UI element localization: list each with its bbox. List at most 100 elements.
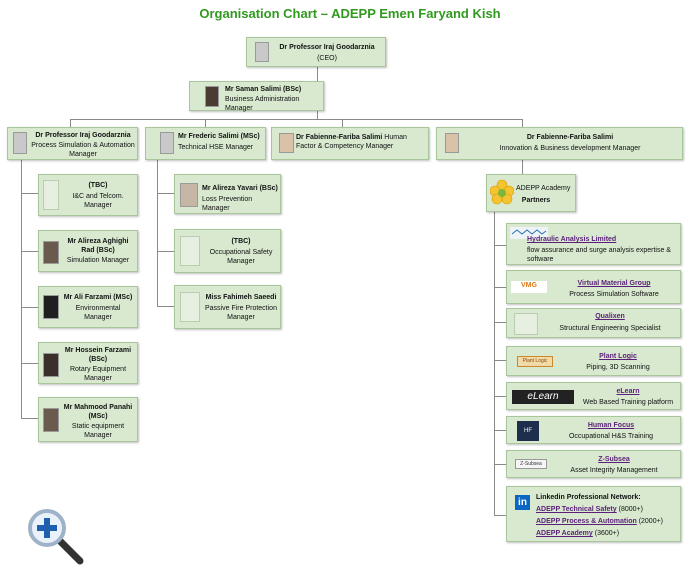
partner-description: Process Simulation Software: [569, 291, 659, 298]
partner-link[interactable]: Virtual Material Group: [577, 280, 651, 287]
qualixen-logo-placeholder: [514, 313, 538, 335]
node-role: Static equipment Manager: [71, 423, 125, 439]
node-name: Mr Saman Salimi (BSc): [225, 86, 302, 93]
partner-description: Piping, 3D Scanning: [586, 364, 650, 371]
connector: [522, 158, 523, 174]
linkedin-group-link[interactable]: ADEPP Process & Automation: [536, 518, 637, 525]
elearn-logo-icon: eLearn: [512, 390, 574, 404]
academy-node: ADEPP Academy Partners: [486, 174, 576, 212]
flower-logo-icon: [490, 179, 514, 207]
team-member-node: Mr Hossein Farzami (BSc) Rotary Equipmen…: [38, 342, 138, 384]
node-role: Human Factor & Competency Manager: [296, 134, 407, 150]
node-role: Simulation Manager: [66, 257, 130, 264]
partner-link[interactable]: eLearn: [616, 388, 640, 395]
linkedin-group-link[interactable]: ADEPP Technical Safety: [536, 506, 617, 513]
partner-description: Occupational H&S Training: [568, 433, 654, 440]
avatar: [445, 133, 459, 153]
academy-title: ADEPP Academy: [516, 185, 571, 192]
node-name: Mr Ali Farzami (MSc): [63, 294, 133, 301]
avatar: [43, 408, 59, 432]
node-name: Mr Frederic Salimi (MSc): [178, 133, 260, 140]
linkedin-group-count: (3600+): [592, 530, 620, 537]
connector: [70, 119, 71, 127]
node-role: Business Administration Manager: [225, 96, 300, 112]
connector: [494, 515, 506, 516]
node-name: Mr Alireza Aghighi Rad (BSc): [67, 238, 129, 254]
node-role: Technical HSE Manager: [178, 144, 254, 151]
connector: [157, 160, 158, 307]
z-subsea-logo-icon: Z-Subsea: [515, 459, 547, 469]
team-member-node: Mr Alireza Aghighi Rad (BSc) Simulation …: [38, 230, 138, 272]
partner-link[interactable]: Qualixen: [595, 313, 625, 320]
department-head-node: Dr Fabienne-Fariba Salimi Innovation & B…: [436, 127, 683, 160]
connector: [21, 307, 38, 308]
connector: [494, 430, 506, 431]
plant-logic-logo-icon: Plant Logic: [517, 356, 553, 367]
partner-description: Structural Engineering Specialist: [559, 325, 661, 332]
avatar: [180, 183, 198, 207]
avatar: [160, 132, 174, 154]
department-head-node: Dr Fabienne-Fariba Salimi Human Factor &…: [271, 127, 429, 160]
partner-description: flow assurance and surge analysis expert…: [527, 247, 671, 263]
connector: [21, 193, 38, 194]
partner-link[interactable]: Plant Logic: [599, 353, 637, 360]
linkedin-group-count: (2000+): [636, 518, 664, 525]
partner-node: Hydraulic Analysis Limited flow assuranc…: [506, 223, 681, 265]
magnifier-zoom-icon[interactable]: [25, 507, 89, 567]
node-name: Dr Fabienne-Fariba Salimi: [526, 134, 614, 141]
node-role: (CEO): [317, 55, 337, 62]
connector: [494, 322, 506, 323]
node-role: Loss Prevention Manager: [202, 196, 253, 212]
node-name: Dr Professor Iraj Goodarznia: [279, 44, 375, 51]
ceo-node: Dr Professor Iraj Goodarznia (CEO): [246, 37, 386, 67]
avatar-placeholder: [43, 180, 59, 210]
partner-node: HF Human Focus Occupational H&S Training: [506, 416, 681, 444]
linkedin-group-link[interactable]: ADEPP Academy: [536, 530, 593, 537]
partner-link[interactable]: Z-Subsea: [598, 456, 630, 463]
department-head-node: Dr Professor Iraj Goodarznia Process Sim…: [7, 127, 138, 160]
team-member-node: (TBC) I&C and Telcom. Manager: [38, 174, 138, 216]
partner-link[interactable]: Hydraulic Analysis Limited: [527, 236, 617, 243]
connector: [70, 119, 522, 120]
department-head-node: Mr Frederic Salimi (MSc) Technical HSE M…: [145, 127, 266, 160]
node-role: Passive Fire Protection Manager: [205, 305, 277, 321]
vmg-logo-icon: VMG: [511, 281, 547, 293]
connector: [21, 363, 38, 364]
linkedin-group-count: (8000+): [616, 506, 643, 513]
linkedin-icon: in: [515, 495, 530, 510]
connector: [494, 212, 495, 516]
node-role: Occupational Safety Manager: [209, 249, 273, 265]
partner-node: Plant Logic Plant Logic Piping, 3D Scann…: [506, 346, 681, 376]
node-role: Rotary Equipment Manager: [69, 366, 127, 382]
team-member-node: Miss Fahimeh Saeedi Passive Fire Protect…: [174, 285, 281, 329]
connector: [157, 251, 174, 252]
human-focus-logo-icon: HF: [517, 421, 539, 441]
node-role: Innovation & Business development Manage…: [499, 145, 641, 152]
team-member-node: Mr Mahmood Panahi (MSc) Static equipment…: [38, 397, 138, 442]
connector: [157, 306, 174, 307]
node-name: Miss Fahimeh Saeedi: [205, 294, 277, 301]
node-name: Mr Mahmood Panahi (MSc): [63, 404, 133, 420]
partner-link[interactable]: Human Focus: [587, 422, 635, 429]
connector: [21, 160, 22, 418]
connector: [157, 193, 174, 194]
connector: [494, 360, 506, 361]
connector: [317, 110, 318, 120]
academy-partners-label: Partners: [521, 197, 551, 204]
node-role: I&C and Telcom. Manager: [72, 193, 124, 209]
connector: [494, 464, 506, 465]
hydraulic-analysis-logo-icon: [510, 227, 548, 239]
node-role: Process Simulation & Automation Manager: [31, 142, 135, 158]
node-name: Dr Fabienne-Fariba Salimi: [296, 134, 383, 141]
connector: [522, 119, 523, 127]
connector: [494, 287, 506, 288]
node-name: (TBC): [231, 238, 251, 245]
avatar: [43, 353, 59, 377]
avatar: [279, 133, 294, 153]
partner-node: Qualixen Structural Engineering Speciali…: [506, 308, 681, 338]
avatar: [43, 295, 59, 319]
node-name: (TBC): [88, 182, 108, 189]
linkedin-node: in Linkedin Professional Network: ADEPP …: [506, 486, 681, 542]
business-admin-node: Mr Saman Salimi (BSc) Business Administr…: [189, 81, 324, 112]
node-name: Mr Hossein Farzami (BSc): [64, 347, 132, 363]
